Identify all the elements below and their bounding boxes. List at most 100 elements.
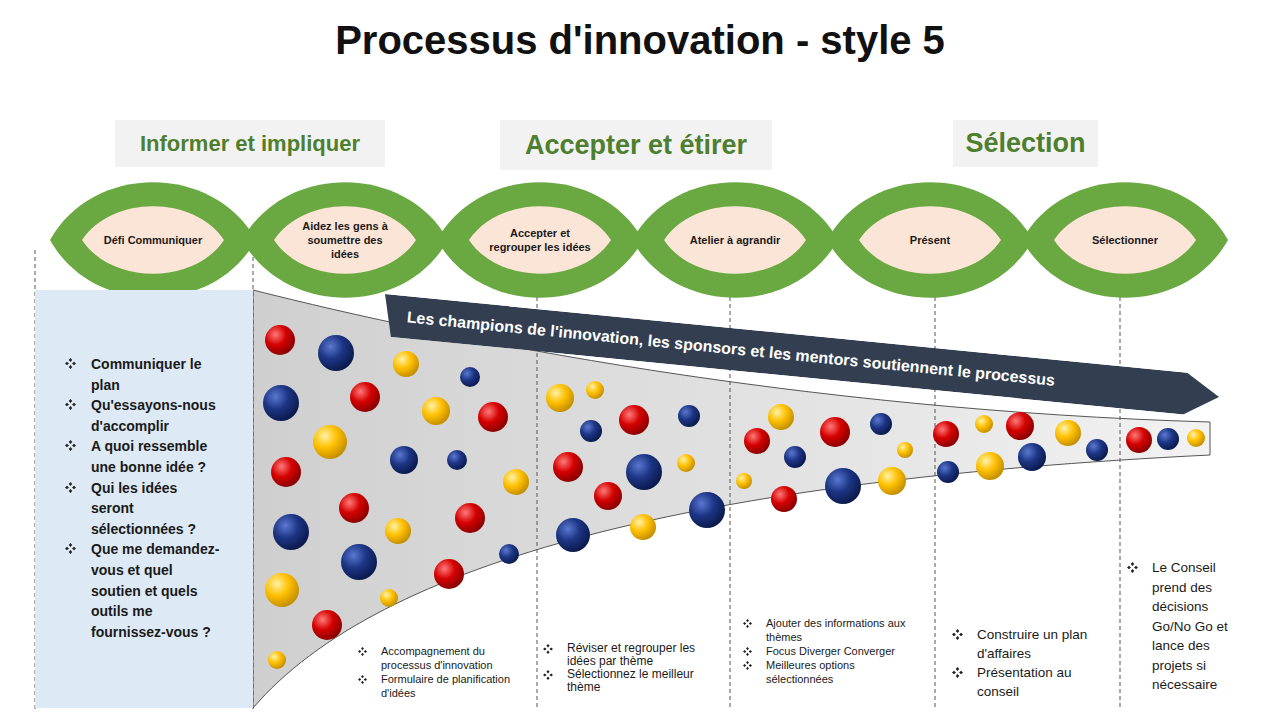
- step-label: Défi Communiquer: [101, 233, 205, 247]
- idea-ball: [689, 492, 725, 528]
- note-item: Focus Diverger Converger: [743, 644, 923, 658]
- idea-ball: [937, 461, 959, 483]
- note-item: Présentation au conseil: [952, 663, 1092, 701]
- bullet-symbol: [543, 670, 553, 680]
- bullet-text: Communiquer le plan: [91, 354, 223, 395]
- column-notes: Réviser et regrouper les idées par thème…: [543, 642, 725, 694]
- step-leaf: Défi Communiquer: [48, 175, 258, 305]
- bullet-item: Qu'essayons-nous d'accomplir: [65, 395, 243, 436]
- bullet-symbol: [65, 358, 76, 369]
- step-leaf: Présent: [825, 175, 1035, 305]
- note-text: Ajouter des informations aux thèmes: [766, 616, 921, 644]
- leaf-inner: [664, 206, 806, 274]
- column-notes: Construire un plan d'affairesPrésentatio…: [952, 625, 1092, 701]
- step-leaf: Atelier à agrandir: [630, 175, 840, 305]
- phase-header: Informer et impliquer: [115, 120, 385, 167]
- idea-ball: [385, 518, 411, 544]
- step-label: Sélectionner: [1073, 233, 1177, 247]
- idea-ball: [677, 454, 695, 472]
- idea-ball: [460, 367, 480, 387]
- idea-ball: [897, 442, 913, 458]
- note-item: Sélectionnez le meilleur thème: [543, 668, 725, 694]
- bullet-item: Qui les idées seront sélectionnées ?: [65, 478, 243, 540]
- step-leaf: Accepter et regrouper les idées: [435, 175, 645, 305]
- idea-ball: [678, 405, 700, 427]
- leaf-outer: [827, 182, 1033, 298]
- bullet-shape: [358, 647, 367, 656]
- idea-ball: [318, 335, 354, 371]
- bullet-symbol: [65, 543, 76, 554]
- phase-header: Sélection: [953, 120, 1098, 167]
- idea-ball: [594, 482, 622, 510]
- note-text: Accompagnement du processus d'innovation: [381, 644, 528, 672]
- note-text: Meilleures options sélectionnées: [766, 658, 921, 686]
- step-label: Atelier à agrandir: [683, 233, 787, 247]
- column-divider: [1120, 290, 1121, 710]
- bullet-shape: [65, 482, 76, 493]
- bullet-shape: [952, 667, 963, 678]
- note-text: Construire un plan d'affaires: [977, 625, 1090, 663]
- bullet-shape: [65, 440, 76, 451]
- column-notes: Ajouter des informations aux thèmesFocus…: [743, 616, 923, 686]
- idea-ball: [268, 651, 286, 669]
- leaf-outline: [435, 175, 645, 305]
- idea-ball: [630, 514, 656, 540]
- bullet-symbol: [65, 440, 76, 451]
- bullet-item: A quoi ressemble une bonne idée ?: [65, 436, 243, 477]
- leaf-inner: [1054, 206, 1196, 274]
- idea-ball: [341, 544, 377, 580]
- idea-ball: [626, 454, 662, 490]
- idea-ball: [553, 452, 583, 482]
- bullet-text: A quoi ressemble une bonne idée ?: [91, 436, 223, 477]
- note-item: Formulaire de planification d'idées: [358, 672, 530, 700]
- column-notes: Accompagnement du processus d'innovation…: [358, 644, 530, 700]
- leaf-inner: [859, 206, 1001, 274]
- idea-ball: [1187, 429, 1205, 447]
- phase-title: Accepter et étirer: [525, 130, 747, 161]
- bullet-text: Qui les idées seront sélectionnées ?: [91, 478, 223, 540]
- bullet-symbol: [743, 619, 752, 628]
- idea-ball: [499, 544, 519, 564]
- note-text: Formulaire de planification d'idées: [381, 672, 528, 700]
- leaf-inner: [274, 206, 416, 274]
- bullet-symbol: [65, 482, 76, 493]
- step-label: Aidez les gens à soumettre des idées: [293, 219, 397, 261]
- leaf-outer: [437, 182, 643, 298]
- idea-ball: [771, 486, 797, 512]
- bullet-shape: [1127, 562, 1138, 573]
- note-item: Ajouter des informations aux thèmes: [743, 616, 923, 644]
- idea-ball: [434, 559, 464, 589]
- note-text: Le Conseil prend des décisions Go/No Go …: [1152, 558, 1237, 695]
- idea-ball: [478, 402, 508, 432]
- bullet-shape: [743, 647, 752, 656]
- idea-ball: [273, 514, 309, 550]
- idea-ball: [933, 421, 959, 447]
- banner-shape: [381, 294, 1221, 418]
- info-panel: Communiquer le planQu'essayons-nous d'ac…: [35, 290, 253, 708]
- idea-ball: [271, 457, 301, 487]
- idea-ball: [263, 385, 299, 421]
- idea-ball: [350, 382, 380, 412]
- step-label: Accepter et regrouper les idées: [488, 226, 592, 254]
- column-divider: [537, 290, 538, 710]
- idea-ball: [975, 415, 993, 433]
- idea-ball: [546, 384, 574, 412]
- bullet-shape: [358, 675, 367, 684]
- leaf-outer: [632, 182, 838, 298]
- idea-ball: [1018, 443, 1046, 471]
- note-item: Accompagnement du processus d'innovation: [358, 644, 530, 672]
- step-leaf: Sélectionner: [1020, 175, 1230, 305]
- bullet-shape: [743, 661, 752, 670]
- idea-ball: [1006, 412, 1034, 440]
- idea-ball: [447, 450, 467, 470]
- bullet-shape: [65, 399, 76, 410]
- idea-ball: [878, 467, 906, 495]
- bullet-shape: [65, 358, 76, 369]
- leaf-outer: [242, 182, 448, 298]
- phase-title: Informer et impliquer: [140, 131, 360, 157]
- idea-ball: [455, 503, 485, 533]
- idea-ball: [422, 397, 450, 425]
- bullet-symbol: [952, 629, 963, 640]
- leaf-outer: [1022, 182, 1228, 298]
- idea-ball: [556, 518, 590, 552]
